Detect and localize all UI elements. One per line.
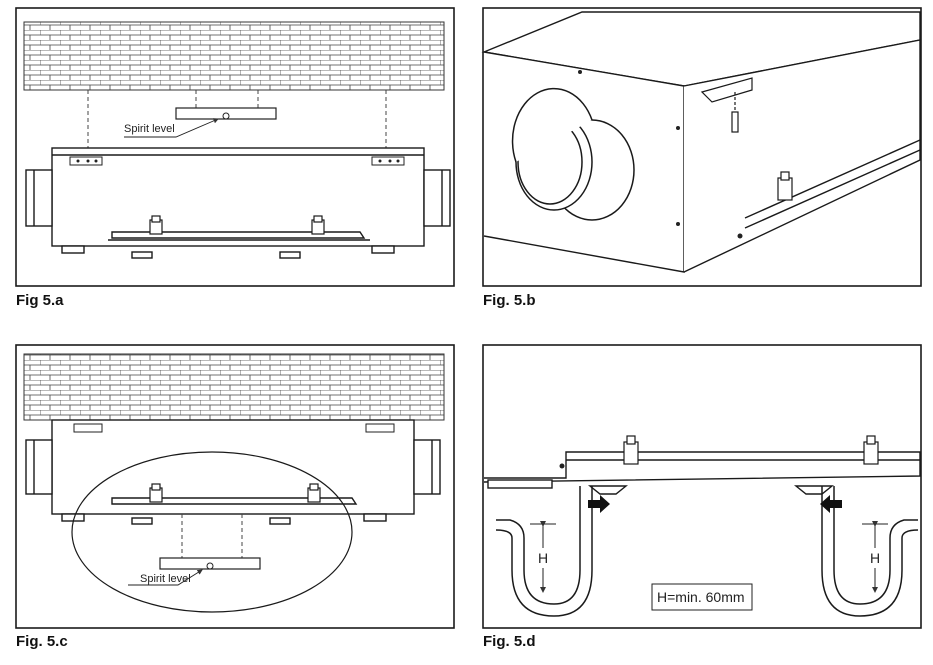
- highlight-ellipse: [71, 451, 353, 613]
- flow-arrow-left: [820, 495, 842, 513]
- condensate-siphon-left: [495, 486, 593, 617]
- spirit-level-bubble: [206, 562, 214, 570]
- spirit-level-label: Spirit level: [140, 573, 191, 585]
- wall-brackets: [69, 156, 405, 166]
- condensate-siphon-right: [821, 486, 919, 617]
- ventilation-unit: [25, 419, 441, 525]
- panel-frame: [482, 344, 922, 629]
- latch-icon: [623, 435, 879, 465]
- panel-fig-5a: Spirit level Fig 5.a: [15, 7, 455, 309]
- leader-line: [124, 118, 219, 138]
- panel-fig-5b: Fig. 5.b: [481, 7, 922, 309]
- flow-arrow-right: [588, 495, 610, 513]
- ventilation-unit: [25, 147, 451, 259]
- note-box: [651, 583, 753, 611]
- mounting-bracket: [700, 77, 753, 133]
- caption-fig-5d: Fig. 5.d: [483, 633, 536, 650]
- wall-brackets: [73, 423, 395, 433]
- dimension-h-right: [862, 521, 888, 593]
- dimension-h-label: H: [538, 550, 548, 566]
- duct-connector: [511, 87, 635, 221]
- dashed-guides: [181, 514, 243, 558]
- brick-wall: [23, 21, 445, 91]
- screw-dot: [559, 463, 565, 469]
- caption-fig-5c: Fig. 5.c: [16, 633, 68, 650]
- unit-bottom-tray: [483, 451, 921, 495]
- bracket-screws: [76, 159, 400, 163]
- min-height-note: H=min. 60mm: [657, 589, 745, 605]
- caption-fig-5a: Fig 5.a: [16, 292, 64, 309]
- dashed-guides: [87, 90, 387, 150]
- panel-fig-5c: Spirit level Fig. 5.c: [15, 344, 455, 650]
- screw-dots: [578, 70, 743, 239]
- caption-fig-5b: Fig. 5.b: [483, 292, 536, 309]
- spirit-level-bubble: [222, 112, 230, 120]
- latch-icon: [777, 171, 793, 201]
- brick-wall: [23, 353, 445, 421]
- latch-icon: [149, 215, 325, 235]
- dimension-h-left: [530, 521, 556, 593]
- leader-line: [128, 569, 203, 586]
- latch-icon: [149, 483, 321, 503]
- panel-fig-5d: H H H=min. 60mm Fig. 5.d: [482, 344, 922, 650]
- dimension-h-label: H: [870, 550, 880, 566]
- spirit-level-label: Spirit level: [124, 123, 175, 135]
